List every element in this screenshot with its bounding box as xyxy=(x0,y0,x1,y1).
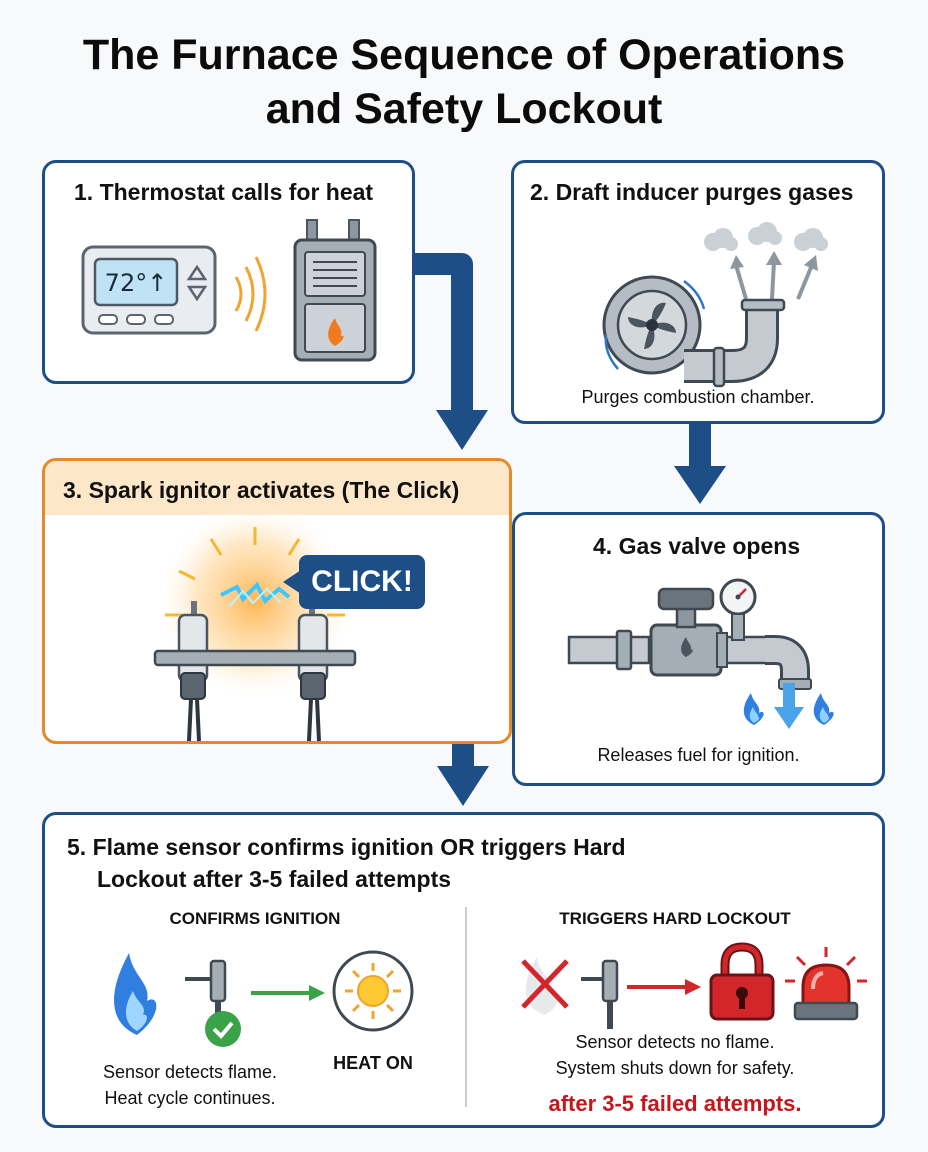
lockout-warning: after 3-5 failed attempts. xyxy=(548,1091,802,1116)
section-divider xyxy=(465,907,467,1107)
step-3-heading: 3. Spark ignitor activates (The Click) xyxy=(63,477,460,503)
confirms-ignition-label: CONFIRMS IGNITION xyxy=(169,909,341,928)
step-4-card: 4. Gas valve opens Releases fuel for ign… xyxy=(512,512,885,786)
page-title: The Furnace Sequence of Operations and S… xyxy=(82,31,846,133)
smoke-icon xyxy=(704,222,828,251)
step-3-card: 3. Spark ignitor activates (The Click) xyxy=(42,458,512,744)
alarm-beacon-icon xyxy=(785,947,867,1021)
flame-icon xyxy=(743,693,764,725)
click-callout: CLICK! xyxy=(283,555,425,609)
failure-arrow-icon xyxy=(627,979,701,995)
fuel-flow-arrow-icon xyxy=(774,683,804,729)
exhaust-arrows-icon xyxy=(730,251,818,300)
sun-icon xyxy=(332,950,414,1032)
flame-icon xyxy=(114,953,157,1035)
padlock-icon xyxy=(709,942,775,1021)
hard-lockout-label: TRIGGERS HARD LOCKOUT xyxy=(559,909,791,928)
signal-waves-icon xyxy=(234,256,267,332)
spark-ignitor-icon xyxy=(153,501,357,742)
step-2-caption: Purges combustion chamber. xyxy=(581,387,815,407)
flame-icon xyxy=(813,693,834,725)
step-2-heading: 2. Draft inducer purges gases xyxy=(530,179,854,205)
pressure-gauge-icon xyxy=(719,578,757,641)
gas-valve-icon xyxy=(567,587,812,690)
callout-pointer-icon xyxy=(283,570,301,594)
checkmark-icon xyxy=(205,1011,241,1047)
furnace-icon xyxy=(293,219,377,362)
flame-sensor-icon xyxy=(581,959,619,1029)
step-4-caption: Releases fuel for ignition. xyxy=(597,745,800,765)
no-flame-icon xyxy=(521,957,569,1015)
confirms-caption: Sensor detects flame. Heat cycle continu… xyxy=(102,1062,278,1108)
exhaust-pipe-icon xyxy=(684,298,786,388)
step-5-heading: 5. Flame sensor confirms ignition OR tri… xyxy=(67,834,626,892)
step-1-heading: 1. Thermostat calls for heat xyxy=(74,179,374,205)
step-5-card: 5. Flame sensor confirms ignition OR tri… xyxy=(42,812,885,1128)
thermostat-icon: 72°↑ xyxy=(81,245,217,335)
step-2-card: 2. Draft inducer purges gases Purges com… xyxy=(511,160,885,424)
thermostat-display: 72°↑ xyxy=(105,269,168,297)
lockout-caption: Sensor detects no flame. System shuts do… xyxy=(555,1032,795,1078)
inducer-fan-icon xyxy=(602,275,706,375)
step-4-heading: 4. Gas valve opens xyxy=(593,533,801,559)
success-arrow-icon xyxy=(251,985,325,1001)
step-1-card: 1. Thermostat calls for heat 72°↑ xyxy=(42,160,415,384)
heat-on-label: HEAT ON xyxy=(333,1053,413,1073)
